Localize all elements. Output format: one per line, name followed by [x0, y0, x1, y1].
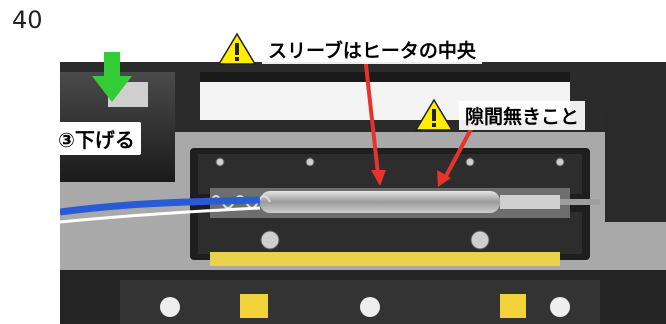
- page-number: 40: [12, 6, 43, 34]
- arrow-down-icon: [92, 52, 132, 102]
- callout-gap-text: 隙間無きこと: [459, 100, 586, 130]
- callout-sleeve-text: スリーブはヒータの中央: [262, 34, 482, 64]
- warning-icon: [218, 32, 256, 65]
- step-lower-label: ③下げる: [52, 122, 141, 155]
- callout-sleeve-center: スリーブはヒータの中央: [218, 32, 482, 66]
- warning-icon: [415, 98, 453, 131]
- callout-no-gap: 隙間無きこと: [415, 98, 586, 132]
